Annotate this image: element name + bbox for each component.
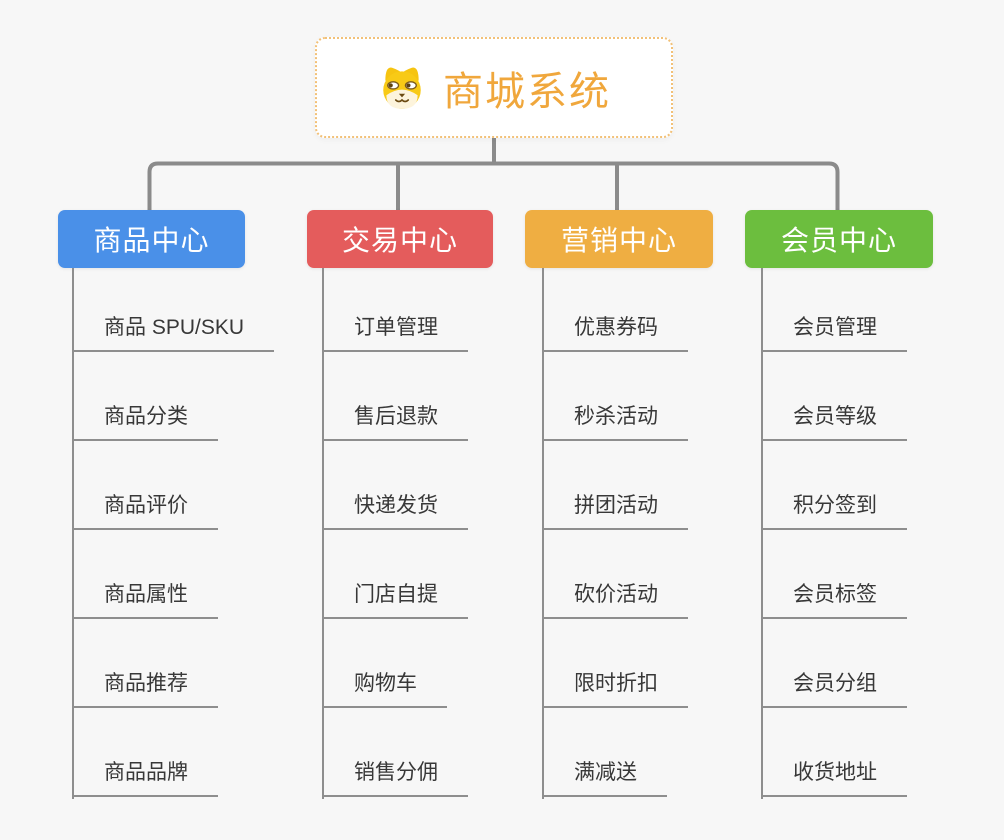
leaf-node[interactable]: 销售分佣 [322, 760, 468, 797]
branch-rail-line [542, 268, 544, 799]
branch-label: 会员中心 [780, 225, 897, 256]
leaf-node[interactable]: 拼团活动 [542, 493, 688, 530]
leaf-node[interactable]: 会员分组 [761, 671, 907, 708]
leaf-node[interactable]: 购物车 [322, 671, 447, 708]
leaf-node[interactable]: 商品推荐 [72, 671, 218, 708]
leaf-node[interactable]: 商品品牌 [72, 760, 218, 797]
leaf-node[interactable]: 商品评价 [72, 493, 218, 530]
branch-node-member-center[interactable]: 会员中心 [745, 210, 933, 268]
bus-connector-line [147, 161, 840, 210]
leaf-node[interactable]: 优惠券码 [542, 315, 688, 352]
leaf-node[interactable]: 收货地址 [761, 760, 907, 797]
leaf-node[interactable]: 售后退款 [322, 404, 468, 441]
leaf-node[interactable]: 订单管理 [322, 315, 468, 352]
branch-node-marketing-center[interactable]: 营销中心 [525, 210, 713, 268]
leaf-node[interactable]: 快递发货 [322, 493, 468, 530]
branch-node-product-center[interactable]: 商品中心 [58, 210, 245, 268]
branch-rail-line [761, 268, 763, 799]
leaf-node[interactable]: 商品 SPU/SKU [72, 315, 275, 352]
leaf-node[interactable]: 门店自提 [322, 582, 468, 619]
leaf-node[interactable]: 会员等级 [761, 404, 907, 441]
leaf-node[interactable]: 限时折扣 [542, 671, 688, 708]
leaf-node[interactable]: 会员标签 [761, 582, 907, 619]
leaf-node[interactable]: 积分签到 [761, 493, 907, 530]
root-node[interactable]: 商城系统 [315, 37, 673, 138]
branch-label: 营销中心 [560, 225, 677, 256]
branch-rail-line [322, 268, 324, 799]
branch-node-trade-center[interactable]: 交易中心 [307, 210, 493, 268]
branch-label: 商品中心 [93, 225, 210, 256]
dog-face-icon [383, 67, 421, 109]
leaf-node[interactable]: 商品属性 [72, 582, 218, 619]
leaf-node[interactable]: 会员管理 [761, 315, 907, 352]
leaf-node[interactable]: 砍价活动 [542, 582, 688, 619]
leaf-node[interactable]: 秒杀活动 [542, 404, 688, 441]
root-title: 商城系统 [443, 69, 611, 114]
leaf-node[interactable]: 商品分类 [72, 404, 218, 441]
leaf-node[interactable]: 满减送 [542, 760, 667, 797]
branch-rail-line [72, 268, 74, 799]
branch-label: 交易中心 [341, 225, 458, 256]
